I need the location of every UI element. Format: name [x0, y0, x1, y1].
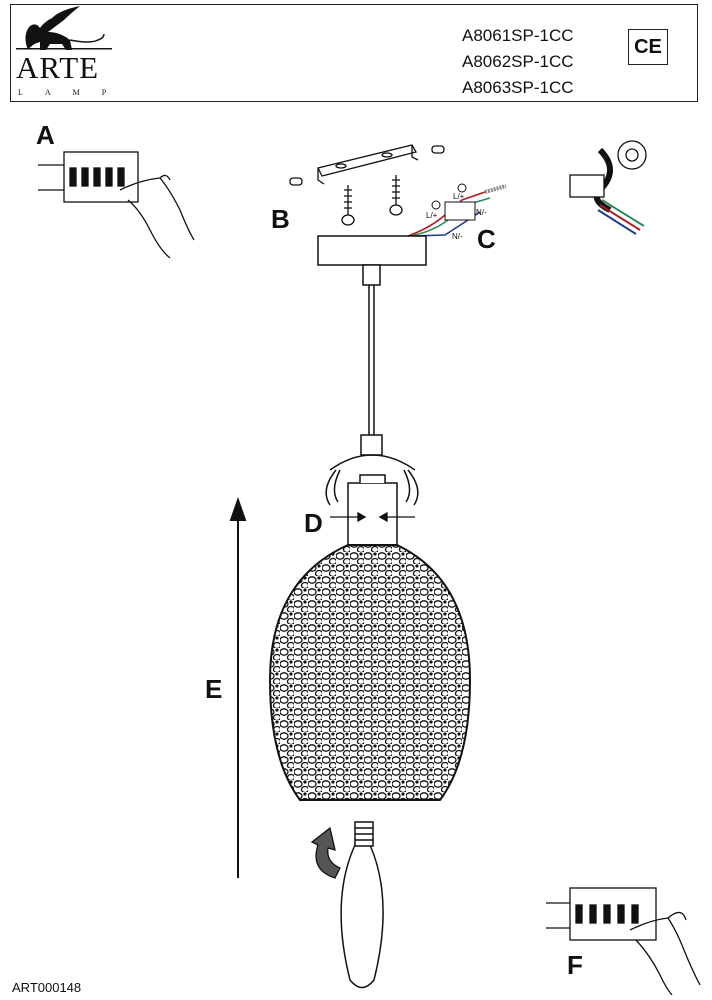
pendant-fixture — [317, 235, 427, 546]
label-d: D — [304, 508, 323, 538]
label-e: E — [205, 674, 223, 704]
dimension-e-arrow — [229, 496, 247, 878]
insulating-tape-connector-icon — [569, 140, 647, 235]
brand-sub: LAMP — [18, 88, 129, 97]
model-code: A8061SP-1CC — [462, 26, 574, 45]
rotate-arrow-icon — [310, 826, 341, 879]
terminal-block-illustration-a — [38, 151, 195, 259]
brand-name: ARTE — [16, 50, 100, 85]
label-a: A — [36, 120, 55, 150]
dimension-d-arrows — [330, 511, 415, 523]
document-code: ART000148 — [12, 980, 82, 995]
ce-mark: CE — [628, 29, 668, 65]
label-c: C — [477, 224, 496, 254]
model-code: A8063SP-1CC — [462, 78, 574, 97]
wire-label-neutral: N/- — [452, 232, 463, 241]
header-box — [10, 4, 698, 102]
wire-label-live: L/+ — [453, 192, 465, 201]
wire-label-neutral: N/- — [476, 208, 487, 217]
lamp-shade — [268, 544, 472, 801]
label-b: B — [271, 204, 290, 234]
wiring-connection-illustration — [407, 183, 507, 237]
label-f: F — [567, 950, 583, 980]
mounting-bracket-illustration — [289, 144, 445, 226]
logo-lion-icon — [16, 6, 112, 50]
model-code: A8062SP-1CC — [462, 52, 574, 71]
light-bulb-icon — [340, 821, 384, 989]
wire-label-live: L/+ — [426, 211, 438, 220]
terminal-block-illustration-f — [546, 887, 701, 996]
